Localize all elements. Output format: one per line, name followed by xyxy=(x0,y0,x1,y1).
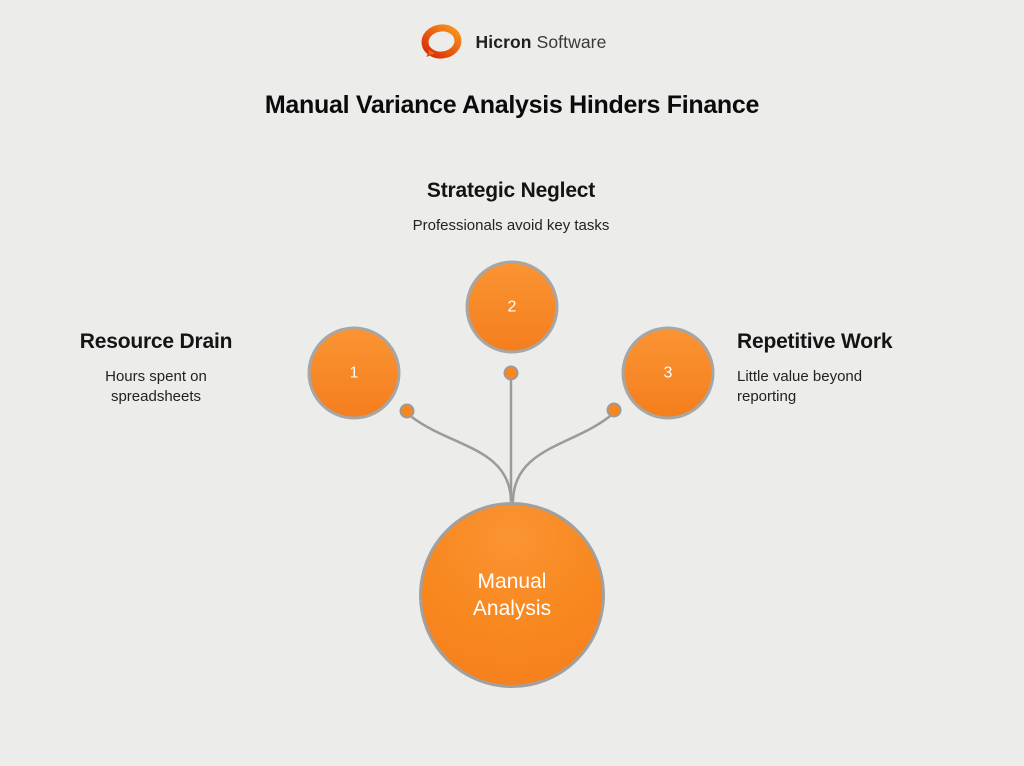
node-heading: Resource Drain xyxy=(79,330,233,353)
brand-suffix: Software xyxy=(536,31,607,52)
brand-header: Hicron Software xyxy=(0,22,1024,62)
connector-dot-3 xyxy=(606,402,622,418)
connector-dot-1 xyxy=(399,403,415,419)
node-description: Little value beyond reporting xyxy=(737,368,863,405)
brand-wordmark: Hicron Software xyxy=(476,32,607,53)
node-number-3: 3 xyxy=(663,364,673,381)
node-label-strategic-neglect: Strategic Neglect Professionals avoid ke… xyxy=(413,178,610,236)
node-label-resource-drain: Resource Drain Hours spent on spreadshee… xyxy=(79,329,233,407)
central-label-line1: Manual xyxy=(477,570,547,593)
node-description: Professionals avoid key tasks xyxy=(412,217,610,234)
page-title: Manual Variance Analysis Hinders Finance xyxy=(264,91,760,119)
node-heading: Repetitive Work xyxy=(737,330,893,353)
node-number-2: 2 xyxy=(507,298,517,315)
node-circle-1: 1 xyxy=(307,326,401,420)
hicron-logo-icon xyxy=(418,22,465,62)
connector-line-left xyxy=(411,416,513,503)
node-label-repetitive-work: Repetitive Work Little value beyond repo… xyxy=(737,329,893,407)
brand-name: Hicron xyxy=(475,31,532,52)
node-description: Hours spent on spreadsheets xyxy=(105,368,207,405)
connector-line-right xyxy=(511,415,611,503)
node-number-1: 1 xyxy=(349,364,359,381)
node-heading: Strategic Neglect xyxy=(426,179,596,202)
central-label-line2: Analysis xyxy=(472,597,552,620)
node-circle-2: 2 xyxy=(465,260,559,354)
connector-dot-2 xyxy=(503,365,519,381)
central-node-manual-analysis: Manual Analysis xyxy=(419,502,605,688)
node-circle-3: 3 xyxy=(621,326,715,420)
